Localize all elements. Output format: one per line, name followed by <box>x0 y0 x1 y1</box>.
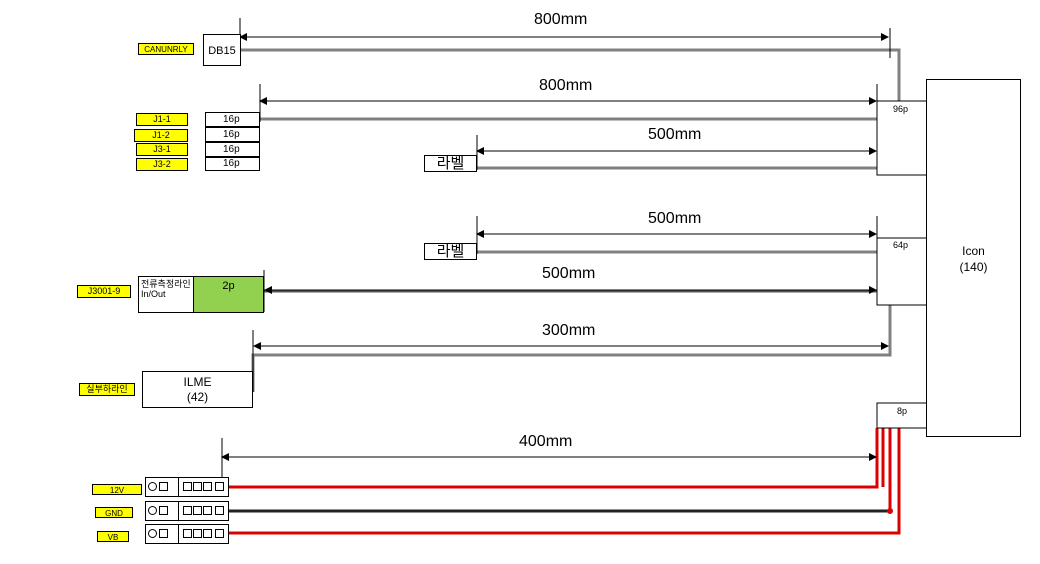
cable-db15 <box>240 48 901 102</box>
dim-text-2: 800mm <box>539 77 593 94</box>
connector-16p-label: 16p <box>223 144 240 155</box>
label-j3-1: J3-1 <box>136 143 188 156</box>
connector-16p-label: 16p <box>223 158 240 169</box>
ilme-text-2: (42) <box>186 390 209 404</box>
connector-db15: DB15 <box>203 34 241 66</box>
label-j3001-9: J3001-9 <box>77 285 131 298</box>
wire-vb <box>228 428 901 535</box>
label-12v: 12V <box>92 484 142 495</box>
label-gnd: GND <box>95 507 133 518</box>
current-line-box: 전류측정라인 In/Out <box>138 276 194 313</box>
dim-text-5: 500mm <box>542 265 596 282</box>
connector-16p-4: 16p <box>205 157 260 171</box>
pin-8p: 8p <box>897 406 908 416</box>
pin-96p: 96p <box>893 104 909 114</box>
wire-12v <box>228 428 879 489</box>
cable-ilme <box>251 305 892 392</box>
label-tag-1: 라벨 <box>424 155 477 172</box>
label-tag-text: 라벨 <box>436 155 465 172</box>
connector-2p: 2p <box>193 276 264 313</box>
connector-16p-3: 16p <box>205 142 260 157</box>
icon-unit: Icon (140) <box>926 79 1021 437</box>
label-silbu: 실부하라인 <box>79 383 135 396</box>
icon-unit-text-2: (140) <box>959 260 988 274</box>
connector-16p-1: 16p <box>205 112 260 127</box>
label-canunrly: CANUNRLY <box>138 43 194 55</box>
dim-text-6: 300mm <box>542 322 596 339</box>
connector-2p-label: 2p <box>222 280 235 292</box>
current-line-text-1: 전류측정라인 <box>141 279 191 289</box>
dim-text-7: 400mm <box>519 433 573 450</box>
header-96p <box>876 100 928 176</box>
icon-unit-text-1: Icon <box>962 244 985 258</box>
connector-16p-2: 16p <box>205 127 260 142</box>
ilme-text-1: ILME <box>183 375 212 389</box>
label-j3-2: J3-2 <box>136 158 188 171</box>
label-j1-2: J1-2 <box>134 129 188 142</box>
dim-text-4: 500mm <box>648 210 702 227</box>
connector-ilme: ILME (42) <box>142 371 253 408</box>
terminal-gnd <box>145 501 229 521</box>
header-8p <box>876 402 928 429</box>
label-tag-2: 라벨 <box>424 243 477 260</box>
label-vb: VB <box>97 531 129 542</box>
header-64p <box>876 237 928 306</box>
connector-db15-label: DB15 <box>208 45 236 57</box>
dim-text-3: 500mm <box>648 126 702 143</box>
label-j1-1: J1-1 <box>136 113 188 126</box>
connector-16p-label: 16p <box>223 114 240 125</box>
current-line-text-2: In/Out <box>141 289 166 299</box>
terminal-vb <box>145 524 229 544</box>
label-tag-text: 라벨 <box>436 243 465 260</box>
terminal-12v <box>145 477 229 497</box>
pin-64p: 64p <box>893 240 909 250</box>
dim-text-1: 800mm <box>534 11 588 28</box>
connector-16p-label: 16p <box>223 129 240 140</box>
